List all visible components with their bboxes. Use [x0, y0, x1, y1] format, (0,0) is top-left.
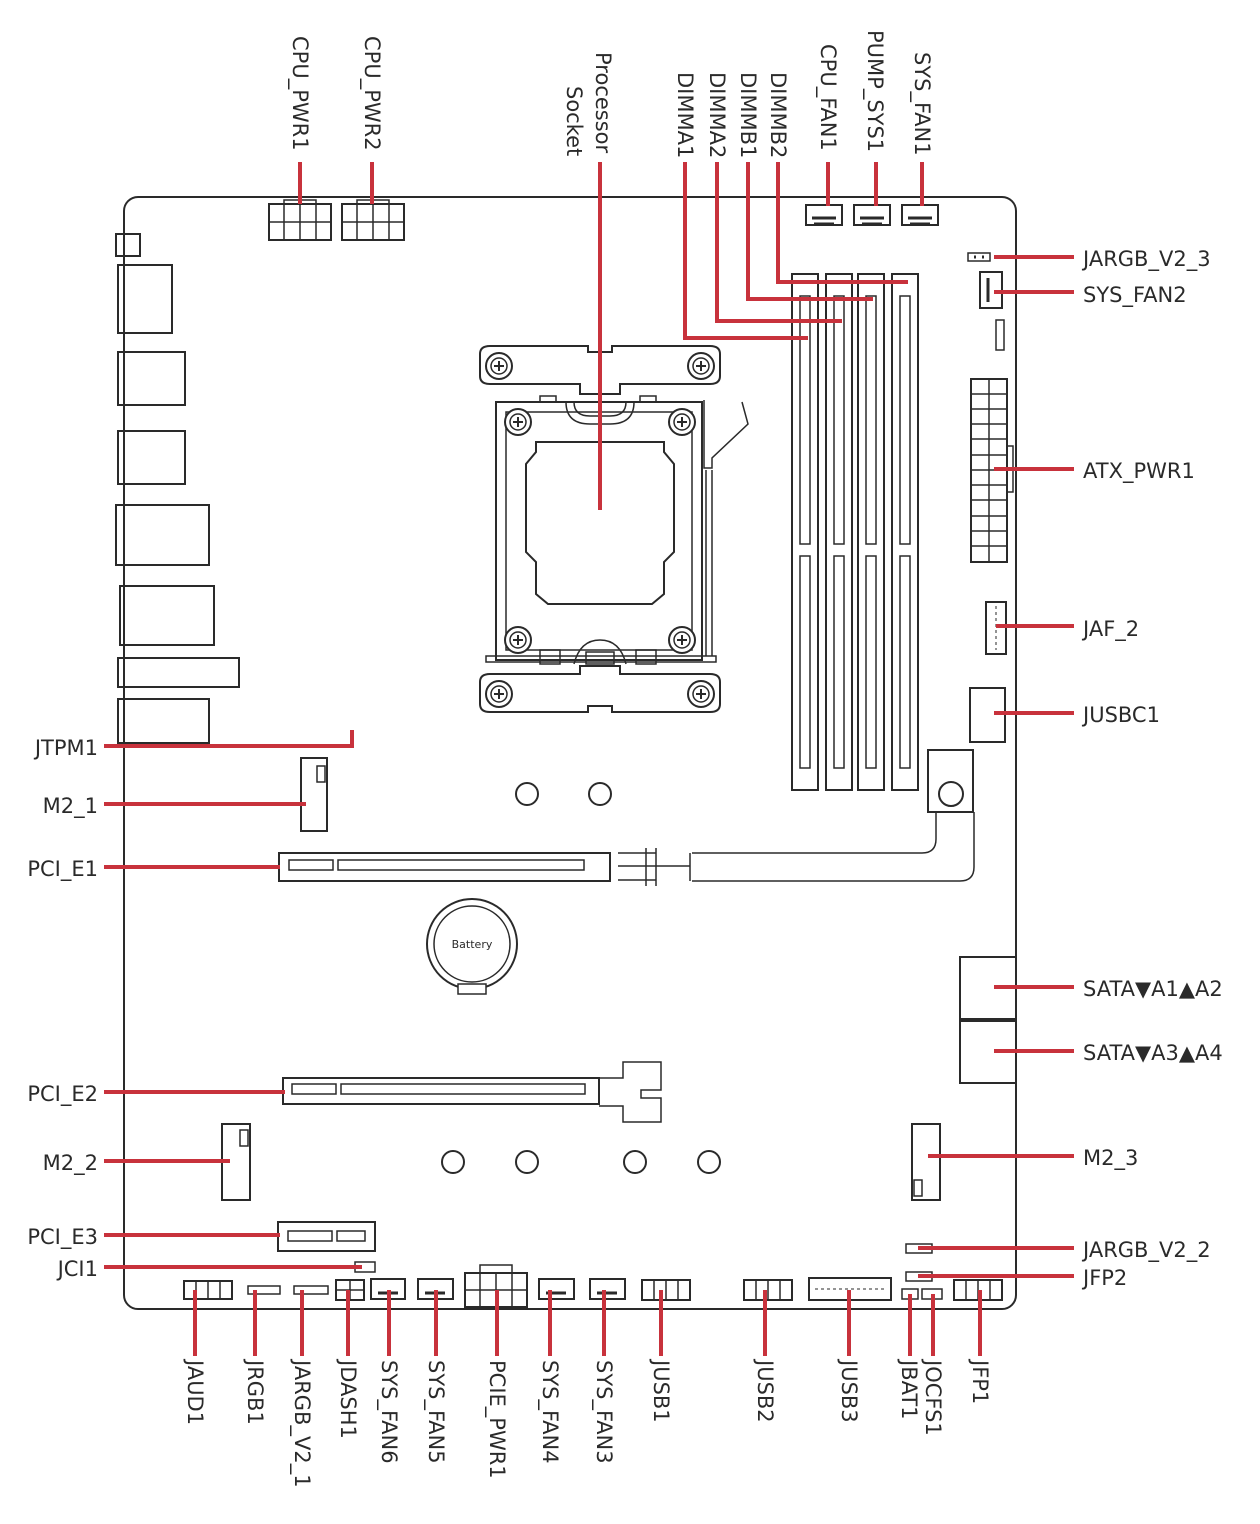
- label-jargb-v2-2: JARGB_V2_2: [1081, 1238, 1211, 1263]
- label-jocfs1: JOCFS1: [921, 1358, 945, 1436]
- label-dimmb2: DIMMB2: [766, 72, 790, 158]
- label-jusb2: JUSB2: [753, 1358, 777, 1423]
- label-sata-a3a4: SATA▼A3▲A4: [1083, 1041, 1223, 1065]
- label-jargb-v2-1: JARGB_V2_1: [289, 1358, 314, 1488]
- label-jusb3: JUSB3: [837, 1358, 861, 1423]
- label-cpu-pwr2: CPU_PWR2: [359, 36, 384, 151]
- bottom-headers: [183, 1264, 1003, 1308]
- pump-sys1-header: [853, 204, 891, 226]
- label-jtpm1: JTPM1: [33, 736, 98, 760]
- label-cpu-pwr1: CPU_PWR1: [287, 36, 312, 151]
- processor-socket: [479, 345, 749, 713]
- label-jbat1: JBAT1: [897, 1358, 921, 1420]
- bottom-labels: JAUD1 JRGB1 JARGB_V2_1 JDASH1 SYS_FAN6 S…: [183, 1358, 992, 1488]
- rear-io-panel: [115, 233, 240, 744]
- top-labels: CPU_PWR1 CPU_PWR2 Processor Socket DIMMA…: [287, 30, 934, 158]
- label-atx-pwr1: ATX_PWR1: [1083, 459, 1195, 484]
- leader-lines: [104, 162, 1074, 1356]
- label-sys-fan5: SYS_FAN5: [423, 1360, 448, 1464]
- label-dimma1: DIMMA1: [673, 72, 697, 158]
- label-sys-fan1: SYS_FAN1: [909, 52, 934, 156]
- battery: Battery: [426, 898, 518, 995]
- label-jusb1: JUSB1: [649, 1358, 673, 1423]
- label-cpu-fan1: CPU_FAN1: [815, 44, 840, 151]
- m2-1-heatsink-bracket: [927, 749, 974, 813]
- pci-e2-slot: [282, 1061, 662, 1123]
- label-jci1: JCI1: [56, 1257, 98, 1281]
- pci-e3-slot: [277, 1221, 376, 1252]
- label-pci-e1: PCI_E1: [27, 857, 98, 882]
- label-jfp2: JFP2: [1081, 1266, 1127, 1290]
- pci-e1-slot: [278, 812, 975, 886]
- left-labels: JTPM1 M2_1 PCI_E1 PCI_E2 M2_2 PCI_E3 JCI…: [27, 736, 98, 1281]
- standoff: [441, 1150, 465, 1174]
- label-pump-sys1: PUMP_SYS1: [862, 30, 887, 152]
- label-dimmb1: DIMMB1: [736, 72, 760, 158]
- label-jusbc1: JUSBC1: [1081, 703, 1160, 727]
- label-m2-1: M2_1: [43, 794, 98, 819]
- label-jdash1: JDASH1: [336, 1358, 360, 1439]
- label-sys-fan3: SYS_FAN3: [591, 1360, 616, 1464]
- standoff: [588, 782, 612, 806]
- jargb-v2-3-header: [967, 252, 991, 262]
- battery-label: Battery: [452, 938, 493, 951]
- label-m2-2: M2_2: [43, 1151, 98, 1176]
- cpu-pwr1-connector: [268, 199, 332, 241]
- sys-fan1-header: [901, 204, 939, 226]
- standoff: [623, 1150, 647, 1174]
- label-dimma2: DIMMA2: [705, 72, 729, 158]
- sys-fan2-header: [979, 271, 1005, 351]
- dimm-slots: [791, 273, 919, 791]
- m2-1-slot: [300, 757, 328, 832]
- standoff: [515, 1150, 539, 1174]
- label-jaud1: JAUD1: [183, 1358, 207, 1425]
- label-sys-fan2: SYS_FAN2: [1083, 283, 1187, 308]
- label-jaf-2: JAF_2: [1081, 617, 1139, 642]
- label-pci-e3: PCI_E3: [27, 1225, 98, 1250]
- standoff: [515, 782, 539, 806]
- board-outline: [123, 196, 1017, 1310]
- label-sys-fan6: SYS_FAN6: [376, 1360, 401, 1464]
- standoff: [697, 1150, 721, 1174]
- label-sata-a1a2: SATA▼A1▲A2: [1083, 977, 1223, 1001]
- label-socket: Socket: [562, 86, 586, 156]
- label-pcie-pwr1: PCIE_PWR1: [484, 1360, 509, 1479]
- label-pci-e2: PCI_E2: [27, 1082, 98, 1107]
- m2-3-slot: [911, 1123, 941, 1201]
- cpu-fan1-header: [805, 204, 843, 226]
- label-processor: Processor: [591, 52, 615, 154]
- sata-ports: [959, 956, 1017, 1084]
- cpu-pwr2-connector: [341, 199, 405, 241]
- label-m2-3: M2_3: [1083, 1146, 1138, 1171]
- label-jfp1: JFP1: [968, 1358, 992, 1404]
- right-labels: JARGB_V2_3 SYS_FAN2 ATX_PWR1 JAF_2 JUSBC…: [1081, 247, 1223, 1290]
- label-jargb-v2-3: JARGB_V2_3: [1081, 247, 1211, 272]
- label-jrgb1: JRGB1: [243, 1358, 267, 1425]
- label-sys-fan4: SYS_FAN4: [537, 1360, 562, 1464]
